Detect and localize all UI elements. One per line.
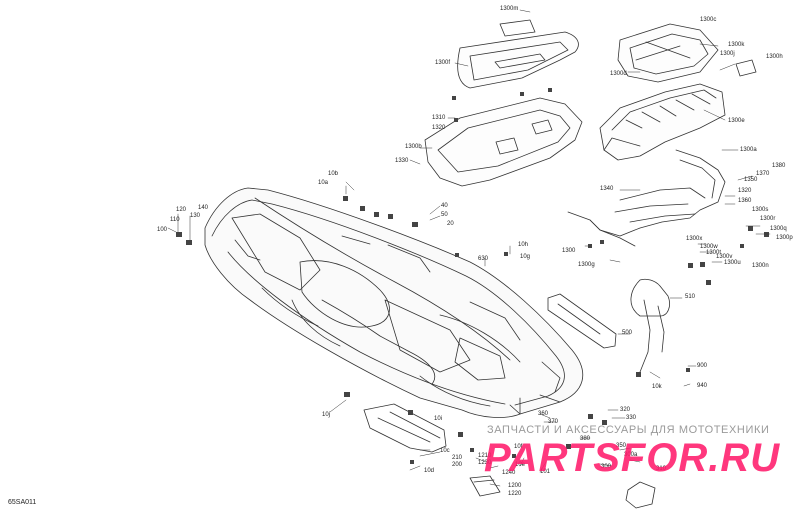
callout-1370[interactable]: 1370 bbox=[756, 171, 770, 177]
diagram-code: 65SA011 bbox=[8, 499, 37, 506]
storage-lid-1300f bbox=[457, 19, 579, 89]
callout-10f[interactable]: 10f bbox=[514, 444, 523, 450]
callout-10e[interactable]: 10e bbox=[515, 462, 526, 468]
callout-120[interactable]: 120 bbox=[176, 207, 187, 213]
callout-10h[interactable]: 10h bbox=[518, 242, 529, 248]
callout-1300t[interactable]: 1300t bbox=[706, 250, 722, 256]
callout-1300d[interactable]: 1300d bbox=[610, 71, 627, 77]
callout-1300w[interactable]: 1300w bbox=[700, 244, 718, 250]
callout-1300[interactable]: 1300 bbox=[562, 248, 576, 254]
callout-1300x[interactable]: 1300x bbox=[686, 236, 703, 242]
callout-10a[interactable]: 10a bbox=[318, 180, 329, 186]
callout-10k[interactable]: 10k bbox=[652, 384, 662, 390]
callout-1300v[interactable]: 1300v bbox=[716, 254, 733, 260]
rear-deck-1300b bbox=[424, 97, 583, 187]
callout-330[interactable]: 330 bbox=[626, 415, 637, 421]
callout-110[interactable]: 110 bbox=[170, 217, 180, 223]
callout-1310[interactable]: 1310 bbox=[432, 115, 446, 121]
callout-140[interactable]: 140 bbox=[198, 205, 209, 211]
callout-1300p[interactable]: 1300p bbox=[776, 235, 793, 241]
callout-1350[interactable]: 1350 bbox=[744, 177, 758, 183]
fastener-set bbox=[176, 88, 769, 464]
callout-630[interactable]: 630 bbox=[478, 256, 489, 262]
callout-50[interactable]: 50 bbox=[441, 212, 448, 218]
callout-1300n[interactable]: 1300n bbox=[752, 263, 769, 269]
callout-1360[interactable]: 1360 bbox=[738, 198, 752, 204]
cover-1300c bbox=[617, 23, 757, 83]
callout-200[interactable]: 200 bbox=[452, 462, 463, 468]
callout-1300b[interactable]: 1300b bbox=[405, 144, 422, 150]
callout-940[interactable]: 940 bbox=[697, 383, 708, 389]
callout-300[interactable]: 300 bbox=[601, 464, 612, 470]
callout-10c[interactable]: 10c bbox=[440, 448, 450, 454]
side-strip bbox=[547, 293, 617, 349]
callout-10i[interactable]: 10i bbox=[434, 416, 443, 422]
callout-10g[interactable]: 10g bbox=[520, 254, 531, 260]
callout-350[interactable]: 350 bbox=[616, 443, 627, 449]
storage-bin-1300e bbox=[599, 83, 726, 161]
callout-510[interactable]: 510 bbox=[685, 294, 696, 300]
callout-1320-b[interactable]: 1320 bbox=[738, 188, 752, 194]
watermark-tagline: ЗАПЧАСТИ И АКСЕССУАРЫ ДЛЯ МОТОТЕХНИКИ bbox=[487, 424, 770, 436]
callout-101[interactable]: 101 bbox=[540, 469, 551, 475]
callout-1300q[interactable]: 1300q bbox=[770, 226, 787, 232]
callout-1220[interactable]: 1220 bbox=[508, 491, 522, 497]
footwell-pad bbox=[363, 403, 447, 453]
callout-210[interactable]: 210 bbox=[452, 455, 463, 461]
callout-1330[interactable]: 1330 bbox=[395, 158, 409, 164]
callout-300a[interactable]: 300a bbox=[624, 452, 638, 458]
callout-1300h[interactable]: 1300h bbox=[766, 54, 783, 60]
callout-10b[interactable]: 10b bbox=[328, 171, 339, 177]
rear-bumper-1300a bbox=[567, 149, 726, 247]
callout-1300g[interactable]: 1300g bbox=[578, 262, 595, 268]
callout-1300s[interactable]: 1300s bbox=[752, 207, 769, 213]
callout-100[interactable]: 100 bbox=[157, 227, 168, 233]
boarding-step-1220 bbox=[469, 475, 501, 497]
callout-1300j[interactable]: 1300j bbox=[720, 51, 735, 57]
callout-1320[interactable]: 1320 bbox=[432, 125, 446, 131]
watermark-logo: PARTSFOR.RU bbox=[484, 436, 781, 480]
callout-1230[interactable]: 1230 bbox=[478, 460, 492, 466]
callout-370[interactable]: 370 bbox=[548, 419, 559, 425]
callout-1300f[interactable]: 1300f bbox=[435, 60, 451, 66]
grab-handle-510 bbox=[630, 278, 670, 373]
callout-1200[interactable]: 1200 bbox=[508, 483, 522, 489]
callout-500[interactable]: 500 bbox=[622, 330, 633, 336]
callout-40[interactable]: 40 bbox=[441, 203, 448, 209]
callout-1340[interactable]: 1340 bbox=[600, 186, 614, 192]
callout-320[interactable]: 320 bbox=[620, 407, 631, 413]
callout-1300m[interactable]: 1300m bbox=[500, 6, 519, 12]
callout-1300u[interactable]: 1300u bbox=[724, 260, 741, 266]
callout-310[interactable]: 310 bbox=[656, 466, 667, 472]
callout-1380[interactable]: 1380 bbox=[772, 163, 786, 169]
callout-1240[interactable]: 1240 bbox=[502, 470, 516, 476]
drain-cap bbox=[625, 481, 656, 509]
callout-1210[interactable]: 1210 bbox=[478, 453, 492, 459]
callout-130[interactable]: 130 bbox=[190, 213, 201, 219]
callout-900[interactable]: 900 bbox=[697, 363, 708, 369]
callout-1300e[interactable]: 1300e bbox=[728, 118, 745, 124]
hull-body bbox=[204, 187, 584, 418]
callout-360[interactable]: 360 bbox=[538, 411, 549, 417]
callout-1300k[interactable]: 1300k bbox=[728, 42, 745, 48]
callout-20[interactable]: 20 bbox=[447, 221, 454, 227]
callout-10j[interactable]: 10j bbox=[322, 412, 331, 418]
callout-1300c[interactable]: 1300c bbox=[700, 17, 717, 23]
callout-10d[interactable]: 10d bbox=[424, 468, 435, 474]
callout-1300a[interactable]: 1300a bbox=[740, 147, 757, 153]
callout-380[interactable]: 380 bbox=[580, 436, 591, 442]
callout-1300r[interactable]: 1300r bbox=[760, 216, 776, 222]
leader-lines bbox=[167, 9, 771, 487]
